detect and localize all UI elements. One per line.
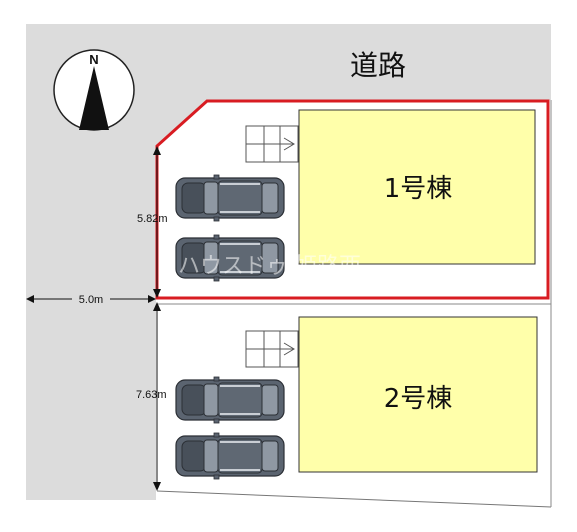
road-area — [26, 24, 551, 500]
building-1 — [298, 109, 536, 265]
north-compass-icon: N — [53, 49, 135, 131]
site-boundary-line — [156, 490, 552, 508]
road-width-label: 5.0m — [79, 294, 103, 306]
compass-north-label: N — [89, 52, 98, 67]
car-icon — [175, 174, 285, 222]
car-icon — [175, 432, 285, 480]
lot-1-depth-label: 5.82m — [137, 213, 168, 225]
building-2 — [298, 316, 538, 473]
lot-1-boundary — [155, 99, 550, 300]
lot-2-depth-dimension: 7.63m — [136, 302, 167, 491]
lot-2-depth-label: 7.63m — [136, 389, 167, 401]
building-2-label: 2号棟 — [384, 384, 453, 414]
lot-1-depth-dimension: 5.82m — [137, 146, 168, 298]
entrance-arrow-1-icon — [245, 125, 299, 163]
road-label: 道路 — [350, 49, 406, 82]
entrance-arrow-2-icon — [245, 330, 299, 368]
car-icon — [175, 376, 285, 424]
watermark-text: ハウスドゥ 姫路西 — [178, 254, 361, 279]
building-1-label: 1号棟 — [384, 174, 453, 204]
road-width-dimension: 5.0m — [26, 292, 156, 306]
